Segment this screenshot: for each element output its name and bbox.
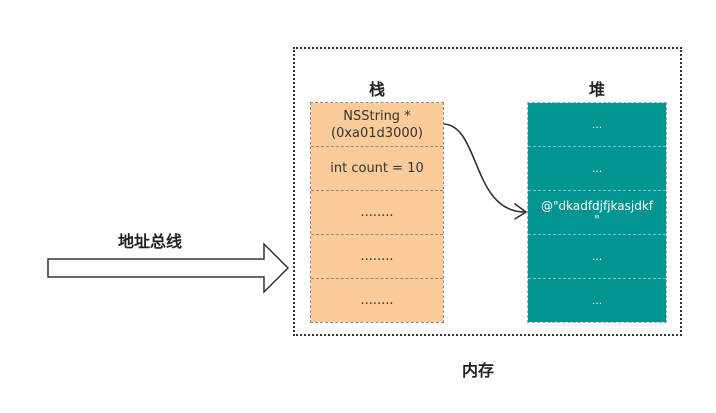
stack-cell-text: ........ <box>360 293 394 308</box>
stack-cell-pointer-address: (0xa01d3000) <box>331 125 423 141</box>
memory-region <box>293 47 682 336</box>
heap-cell-text: ... <box>591 161 603 175</box>
stack-cell-placeholder: ........ <box>311 235 443 279</box>
stack-cell-placeholder: ........ <box>311 191 443 235</box>
stack-cell-pointer: NSString * (0xa01d3000) <box>311 103 443 147</box>
pointer-arrow-head-icon <box>514 203 527 220</box>
heap-cell-placeholder: ... <box>528 279 666 322</box>
heap-cell-placeholder: ... <box>528 235 666 279</box>
address-bus-arrow-icon <box>47 242 290 294</box>
stack-cell-text: ........ <box>360 205 394 220</box>
heap-title: 堆 <box>588 80 605 99</box>
heap-cell-string: @"dkadfdjfjkasjdkf " <box>528 191 666 235</box>
heap-column: ... ... @"dkadfdjfjkasjdkf " ... ... <box>527 102 667 323</box>
memory-label: 内存 <box>461 361 494 380</box>
stack-column: NSString * (0xa01d3000) int count = 10 .… <box>310 102 444 323</box>
pointer-arrow-line <box>443 123 526 213</box>
heap-cell-string-line1: @"dkadfdjfjkasjdkf <box>540 198 654 213</box>
stack-cell-text: ........ <box>360 249 394 264</box>
stack-title: 栈 <box>368 80 385 99</box>
heap-cell-text: ... <box>591 249 603 263</box>
address-bus-label: 地址总线 <box>117 232 182 251</box>
heap-cell-placeholder: ... <box>528 103 666 147</box>
stack-cell-placeholder: ........ <box>311 279 443 322</box>
stack-cell-text: int count = 10 <box>330 161 424 176</box>
stack-cell-count: int count = 10 <box>311 147 443 191</box>
heap-cell-text: ... <box>591 293 603 307</box>
heap-cell-text: ... <box>591 117 603 131</box>
heap-cell-string-line2: " <box>594 212 600 227</box>
heap-cell-placeholder: ... <box>528 147 666 191</box>
stack-cell-pointer-type: NSString * <box>343 108 411 124</box>
